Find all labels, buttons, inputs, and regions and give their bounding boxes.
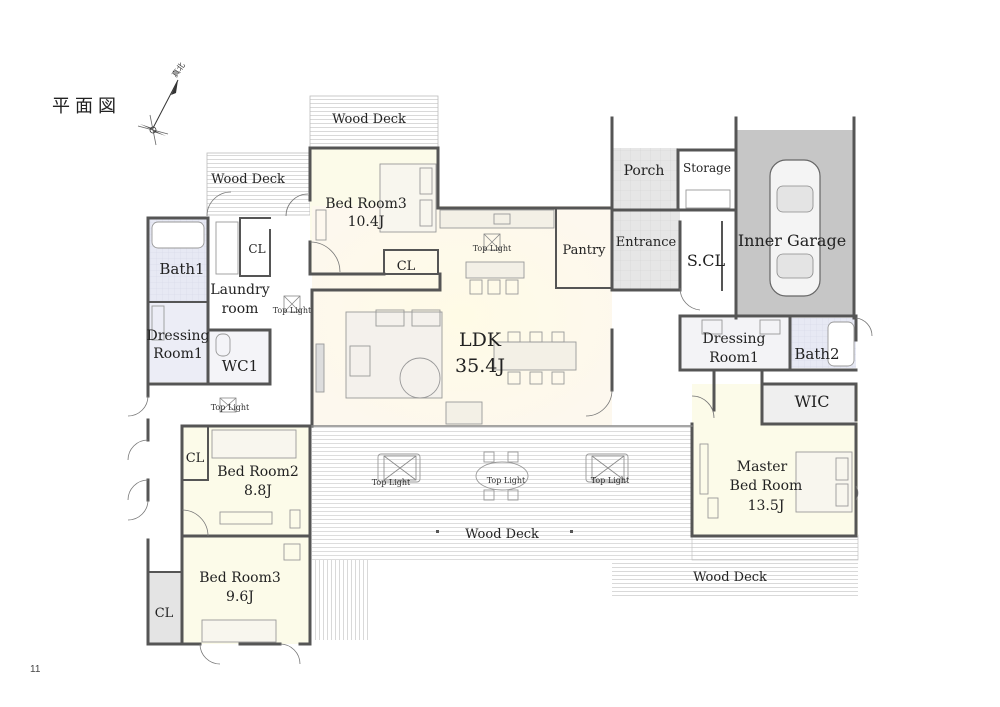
top-light-hall: Top Light (211, 403, 250, 412)
label-pantry: Pantry (562, 243, 606, 258)
label-master-l1: Master (737, 459, 788, 475)
page-title: 平面図 (52, 96, 121, 117)
label-wood-deck-right: Wood Deck (693, 570, 767, 585)
wood-deck-steps (312, 560, 370, 640)
label-inner-garage: Inner Garage (738, 231, 846, 250)
wood-deck-center (312, 424, 692, 560)
top-light-kitchen: Top Light (473, 244, 512, 253)
label-bed3-top-size: 10.4J (348, 214, 385, 230)
label-storage: Storage (683, 161, 731, 175)
label-dressing1-l1: Dressing (146, 328, 209, 344)
furniture (151, 163, 855, 643)
label-laundry-1: Laundry (210, 282, 269, 298)
label-wood-deck-left: Wood Deck (211, 172, 285, 187)
label-wood-deck-top: Wood Deck (332, 112, 406, 127)
label-bath2: Bath2 (794, 345, 839, 363)
wood-deck-left (206, 152, 311, 216)
label-cl-b: CL (397, 259, 416, 274)
top-light-deck-center: Top Light (487, 476, 526, 485)
label-dressing1-l2: Room1 (153, 346, 203, 362)
label-scl: S.CL (687, 251, 726, 270)
car-icon (769, 159, 821, 297)
top-light-markers (219, 233, 625, 481)
page-number: 11 (30, 664, 41, 675)
label-bed2: Bed Room2 (217, 464, 299, 480)
label-dressing-r-l2: Room1 (709, 350, 759, 366)
label-bed3-bottom: Bed Room3 (199, 570, 281, 586)
label-porch: Porch (624, 163, 665, 179)
label-master-size: 13.5J (748, 498, 785, 514)
label-bath1: Bath1 (159, 260, 204, 278)
label-entrance: Entrance (616, 235, 677, 250)
north-arrow-icon: 真北 (137, 60, 187, 146)
label-ldk: LDK (459, 329, 502, 351)
label-cl-d: CL (155, 606, 174, 621)
label-cl-a: CL (248, 242, 265, 256)
top-light-deck-left: Top Light (372, 478, 411, 487)
top-light-laundry: Top Light (273, 306, 312, 315)
north-label: 真北 (169, 60, 186, 79)
label-bed3-top: Bed Room3 (325, 196, 407, 212)
label-bed2-size: 8.8J (244, 483, 272, 499)
label-wic: WIC (794, 392, 829, 411)
label-laundry-2: room (222, 301, 259, 317)
wood-deck-right (612, 560, 858, 598)
label-master-l2: Bed Room (730, 478, 803, 494)
label-ldk-size: 35.4J (455, 355, 505, 377)
label-wc1: WC1 (222, 357, 258, 375)
label-wood-deck-center: Wood Deck (465, 527, 539, 542)
wood-deck-top (309, 95, 439, 149)
label-dressing-r-l1: Dressing (702, 331, 765, 347)
label-bed3-bottom-size: 9.6J (226, 589, 254, 605)
label-cl-c: CL (186, 451, 205, 466)
top-light-deck-right: Top Light (591, 476, 630, 485)
